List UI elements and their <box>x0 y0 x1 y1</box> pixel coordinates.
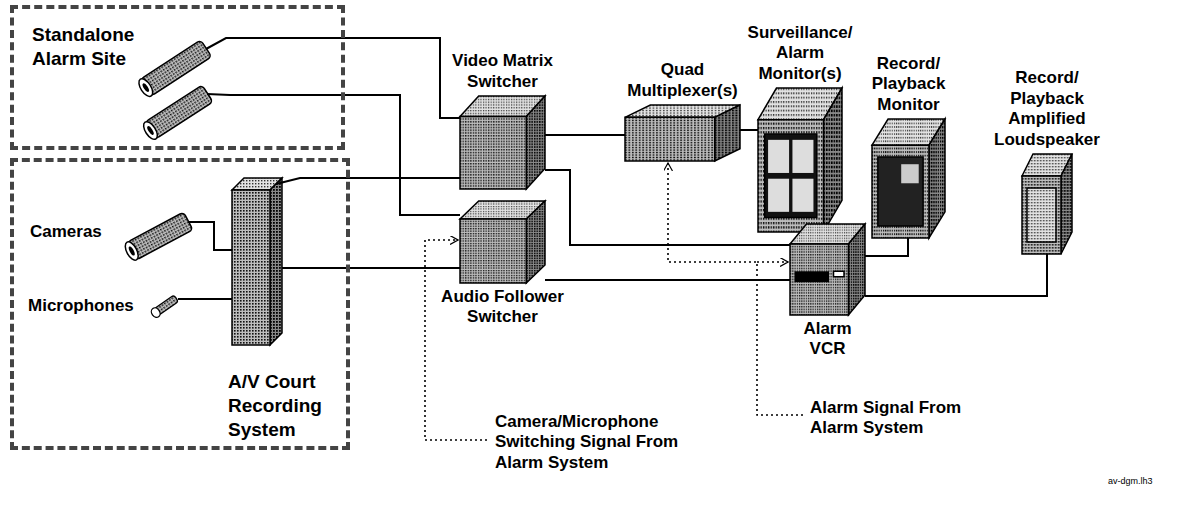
device-label: Alarm VCR <box>803 319 851 360</box>
signal-label: Alarm Signal From Alarm System <box>810 398 985 439</box>
device-label: Video Matrix Switcher <box>440 51 565 92</box>
signal-cable <box>865 254 1047 296</box>
signal-line <box>757 261 788 263</box>
device-outline <box>460 201 545 283</box>
recorder-unit <box>232 178 282 345</box>
loudspeaker-unit: Record/ Playback Amplified Loudspeaker <box>1022 154 1072 254</box>
region-label: A/V Court Recording System <box>228 370 328 441</box>
site-region: Standalone Alarm Site <box>10 5 345 150</box>
signal-cable <box>545 134 625 136</box>
signal-cable <box>545 279 790 281</box>
wire <box>206 38 346 49</box>
multiplexer-unit: Quad Multiplexer(s) <box>625 105 740 161</box>
signal-cable <box>350 177 460 179</box>
device-outline <box>872 119 945 238</box>
wire <box>207 94 346 95</box>
wire <box>188 222 233 250</box>
camera-symbol <box>141 85 213 142</box>
device-outline <box>625 105 740 161</box>
wire <box>178 298 233 300</box>
device-label: Surveillance/ Alarm Monitor(s) <box>748 23 853 84</box>
region-label: Standalone Alarm Site <box>32 23 134 71</box>
device-label: Quad Multiplexer(s) <box>627 60 738 101</box>
microphone-symbol <box>150 294 179 319</box>
camera-symbol <box>123 212 193 262</box>
switcher-unit: Audio Follower Switcher <box>460 201 545 283</box>
device-outline <box>758 88 842 232</box>
wire <box>276 178 351 184</box>
device-label: Audio Follower Switcher <box>430 287 575 328</box>
device-outline <box>790 224 865 315</box>
device-label: Record/ Playback Amplified Loudspeaker <box>994 68 1100 150</box>
device-outline <box>1022 154 1072 254</box>
device-outline <box>460 96 545 189</box>
signal-label: Camera/Microphone Switching Signal From … <box>495 412 685 473</box>
device-label: Record/ Playback Monitor <box>872 54 946 115</box>
drawing-number: av-dgm.lh3 <box>1108 476 1153 487</box>
signal-cable <box>865 238 908 256</box>
signal-line <box>668 163 803 415</box>
signal-cable <box>345 95 460 215</box>
monitor-unit: Surveillance/ Alarm Monitor(s) <box>758 88 842 232</box>
switcher-unit: Video Matrix Switcher <box>460 96 545 189</box>
monitor-unit: Record/ Playback Monitor <box>872 119 945 238</box>
signal-cable <box>345 38 460 118</box>
vcr-unit: Alarm VCR <box>790 224 865 315</box>
part-label: Cameras <box>30 222 102 242</box>
part-label: Microphones <box>28 296 134 316</box>
signal-cable <box>740 129 758 131</box>
wire <box>282 267 351 269</box>
signal-cable <box>350 267 460 269</box>
signal-cable <box>545 170 790 245</box>
